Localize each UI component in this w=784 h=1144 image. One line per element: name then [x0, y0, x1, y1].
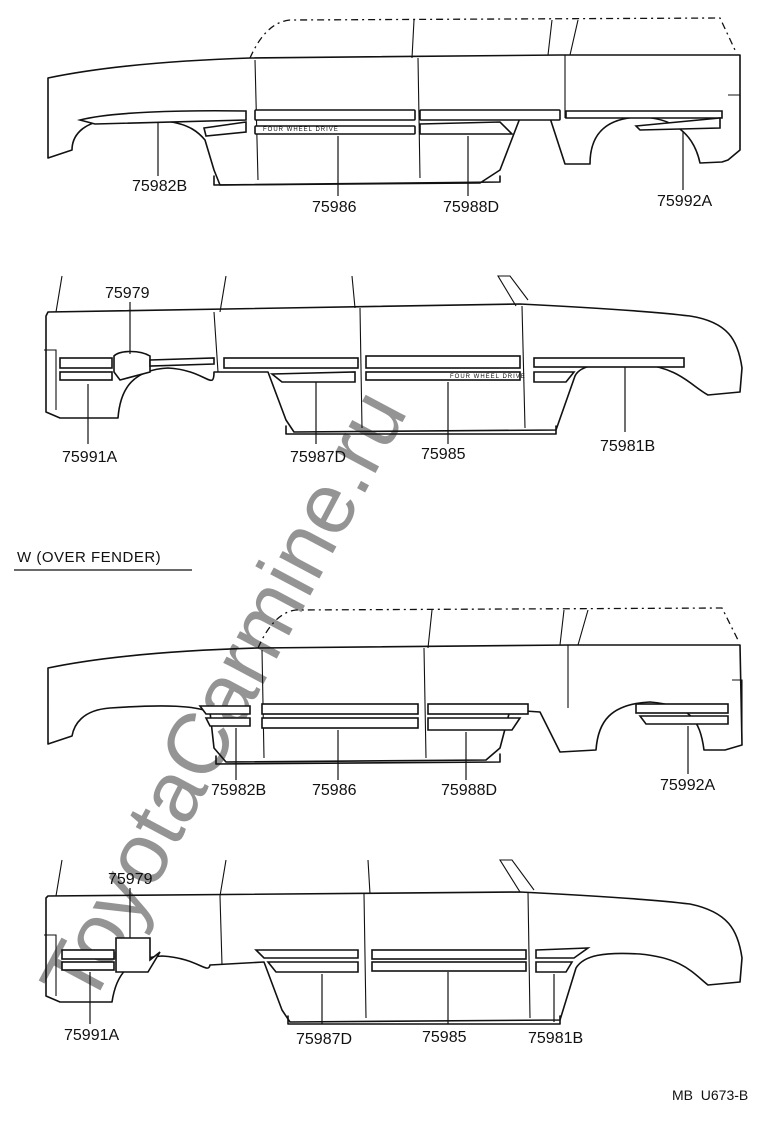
four-wheel-drive-emblem: FOUR WHEEL DRIVE [263, 127, 339, 133]
view-over-fender-right: 75982B 75986 75988D 75992A [47, 607, 743, 799]
part-label-75985: 75985 [421, 446, 466, 463]
part-label-75992A: 75992A [657, 193, 712, 210]
part-label-75979-fender: 75979 [108, 871, 153, 888]
part-label-75991A: 75991A [62, 449, 117, 466]
part-label-75991A-fender: 75991A [64, 1027, 119, 1044]
figure-code: MB U673-B [672, 1087, 748, 1103]
part-label-75985-fender: 75985 [422, 1029, 467, 1046]
part-label-75992A-fender: 75992A [660, 777, 715, 794]
four-wheel-drive-emblem-left: FOUR WHEEL DRIVE [450, 374, 526, 380]
part-label-75981B-fender: 75981B [528, 1030, 583, 1047]
section-title: W (OVER FENDER) [17, 549, 161, 566]
view-right-side-stripes: FOUR WHEEL DRIVE 75982B 75986 75988D 759… [47, 17, 741, 216]
part-label-75979: 75979 [105, 285, 150, 302]
view-over-fender-left: 75979 75991A 75987D 75985 75981B [44, 859, 743, 1048]
part-label-75986-fender: 75986 [312, 782, 357, 799]
part-label-75981B: 75981B [600, 438, 655, 455]
part-label-75987D-fender: 75987D [296, 1031, 352, 1048]
part-label-75988D-fender: 75988D [441, 782, 497, 799]
part-label-75986: 75986 [312, 199, 357, 216]
part-label-75988D: 75988D [443, 199, 499, 216]
part-label-75982B: 75982B [132, 178, 187, 195]
part-label-75982B-fender: 75982B [211, 782, 266, 799]
part-label-75987D: 75987D [290, 449, 346, 466]
view-left-side-stripes: FOUR WHEEL DRIVE 75979 75991A 75987D 759… [44, 275, 743, 466]
